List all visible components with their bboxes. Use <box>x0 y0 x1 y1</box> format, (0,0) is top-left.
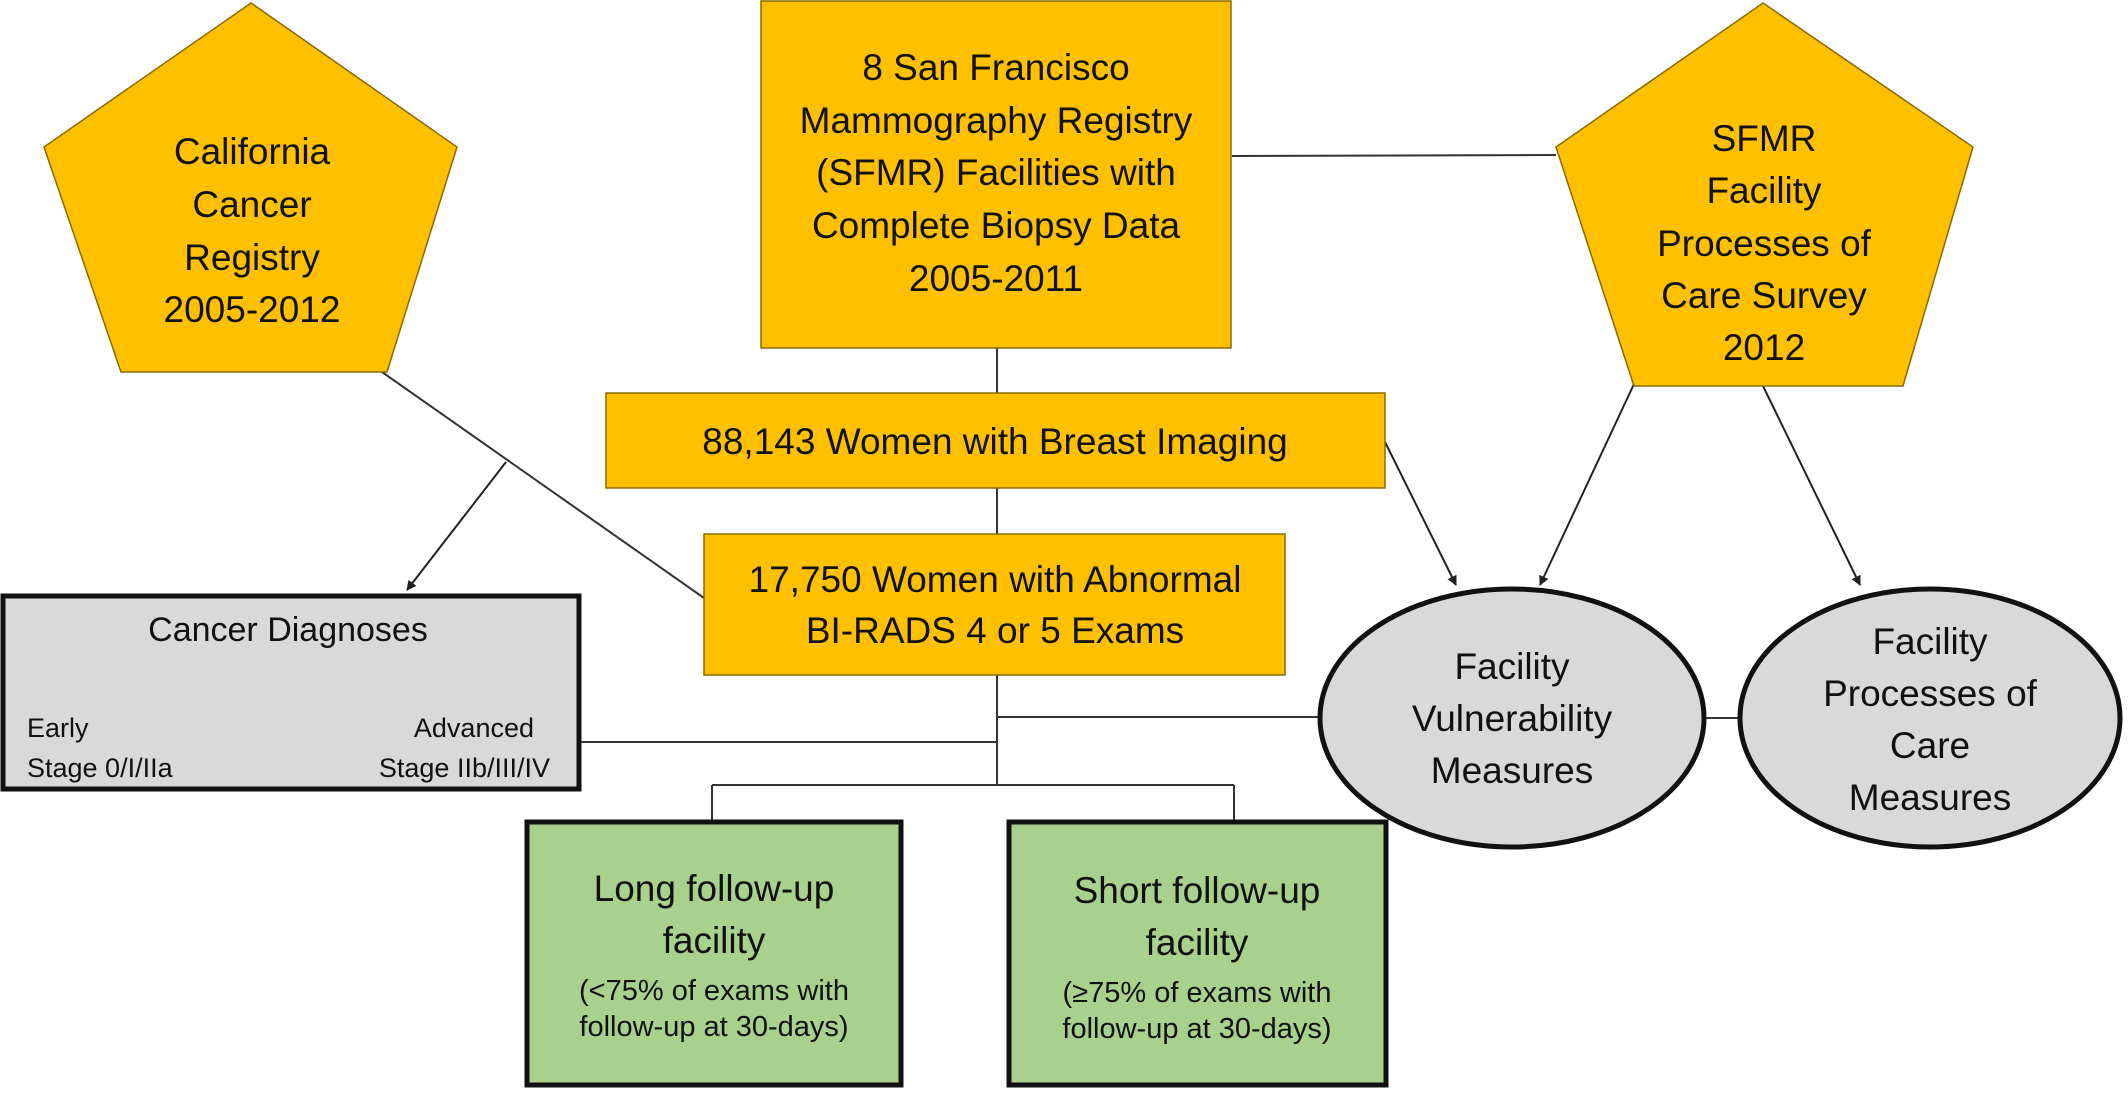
arrow-survey-to-care <box>1762 385 1861 586</box>
ccr-node: California Cancer Registry 2005-2012 <box>43 2 458 373</box>
short-followup-detail-line: (≥75% of exams with <box>1063 977 1332 1009</box>
survey-label-line: Facility <box>1706 170 1822 211</box>
long-followup-detail-line: follow-up at 30-days) <box>579 1011 848 1043</box>
connectors <box>381 154 1740 822</box>
diagnoses-title: Cancer Diagnoses <box>148 611 428 649</box>
diagnoses-early-label: Early <box>27 713 89 743</box>
long-followup-title-line: facility <box>663 920 766 961</box>
abnormal-box <box>703 533 1286 676</box>
sfmr-box <box>760 0 1232 349</box>
abnormal-label-line: BI-RADS 4 or 5 Exams <box>806 610 1184 651</box>
short-followup-box <box>1006 819 1389 1088</box>
ccr-label-line: 2005-2012 <box>164 289 341 330</box>
sfmr-label-line: Complete Biopsy Data <box>812 205 1181 246</box>
arrow-survey-to-vulnerability <box>1539 383 1635 586</box>
survey-label-line: Care Survey <box>1661 275 1867 316</box>
sfmr-label-line: 8 San Francisco <box>862 47 1129 88</box>
sfmr-node: 8 San Francisco Mammography Registry (SF… <box>760 0 1232 349</box>
women-label: 88,143 Women with Breast Imaging <box>702 421 1287 462</box>
abnormal-node: 17,750 Women with Abnormal BI-RADS 4 or … <box>703 533 1286 676</box>
vulnerability-label-line: Measures <box>1431 750 1593 791</box>
long-followup-node: Long follow-up facility (<75% of exams w… <box>524 819 904 1088</box>
care-label-line: Measures <box>1849 777 2011 818</box>
survey-pentagon <box>1555 2 1974 387</box>
long-followup-detail-line: (<75% of exams with <box>579 975 849 1007</box>
sfmr-label-line: 2005-2011 <box>909 258 1083 299</box>
survey-label-line: SFMR <box>1712 118 1817 159</box>
care-label-line: Processes of <box>1823 673 2038 714</box>
sfmr-label-line: Mammography Registry <box>800 100 1193 141</box>
care-label-line: Care <box>1890 725 1970 766</box>
ccr-pentagon <box>43 2 458 373</box>
diagnoses-advanced-label: Advanced <box>414 713 534 743</box>
vulnerability-label-line: Facility <box>1454 646 1570 687</box>
women-box <box>605 392 1386 489</box>
short-followup-title-line: facility <box>1146 922 1249 963</box>
long-followup-title-part: Long follow- <box>594 868 794 909</box>
short-followup-detail-line: follow-up at 30-days) <box>1062 1013 1331 1045</box>
ccr-label-line: Registry <box>184 237 320 278</box>
ccr-label-line: California <box>174 131 331 172</box>
arrow-women-to-vulnerability <box>1384 441 1457 586</box>
short-followup-node: Short follow-up facility (≥75% of exams … <box>1006 819 1389 1088</box>
diagnoses-early-stage: Stage 0/I/IIa <box>27 753 174 783</box>
abnormal-label-line: 17,750 Women with Abnormal <box>749 559 1242 600</box>
long-followup-box <box>524 819 904 1088</box>
vulnerability-ellipse <box>1317 586 1707 850</box>
women-node: 88,143 Women with Breast Imaging <box>605 392 1386 489</box>
survey-label-line: 2012 <box>1723 327 1805 368</box>
diagnoses-box <box>0 593 582 792</box>
care-node: Facility Processes of Care Measures <box>1737 586 2123 850</box>
arrow-ccr-to-diagnoses <box>406 461 507 591</box>
long-followup-title-line: Long follow-up <box>594 868 835 909</box>
survey-node: SFMR Facility Processes of Care Survey 2… <box>1555 2 1974 387</box>
care-ellipse <box>1737 586 2123 850</box>
connector-sfmr-to-survey <box>1231 154 1557 157</box>
vulnerability-label-line: Vulnerability <box>1412 698 1613 739</box>
vulnerability-node: Facility Vulnerability Measures <box>1317 586 1707 850</box>
diagnoses-advanced-stage: Stage IIb/III/IV <box>379 753 550 783</box>
ccr-label-line: Cancer <box>192 184 311 225</box>
diagnoses-node: Cancer Diagnoses Early Stage 0/I/IIa Adv… <box>0 593 582 792</box>
long-followup-title-part: up <box>793 868 834 909</box>
short-followup-title-line: Short follow-up <box>1074 870 1321 911</box>
care-label-line: Facility <box>1872 621 1988 662</box>
sfmr-label-line: (SFMR) Facilities with <box>816 152 1176 193</box>
connector-ccr-to-abnormal <box>381 371 705 599</box>
survey-label-line: Processes of <box>1657 223 1872 264</box>
